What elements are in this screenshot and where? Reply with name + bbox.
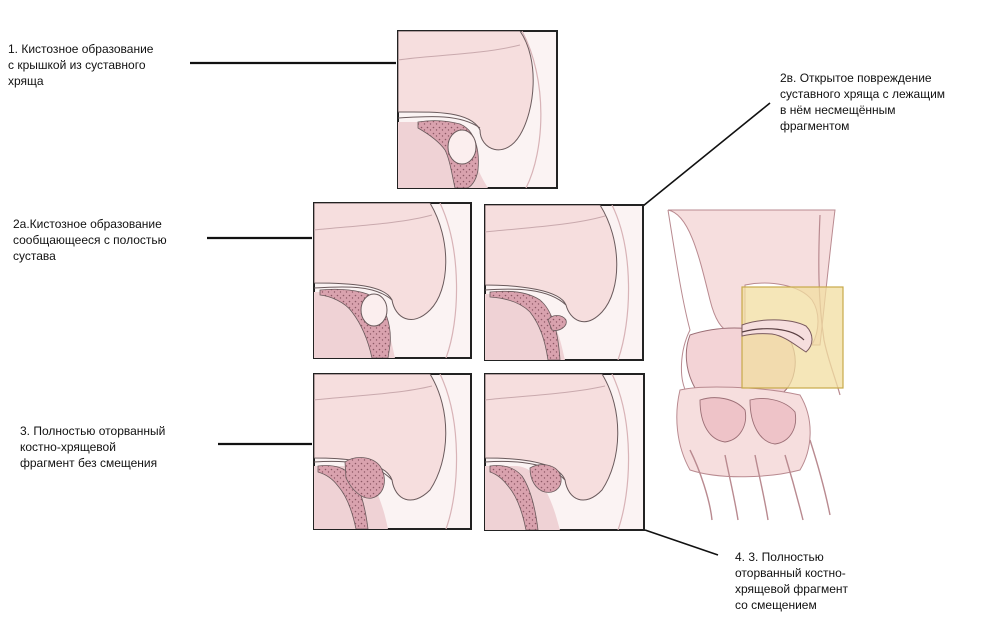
label-stage-3: 3. Полностью оторванный костно-хрящевой …: [20, 424, 166, 470]
leader-line-2b: [642, 102, 771, 207]
label-stage-2a: 2а.Кистозное образование сообщающееся с …: [13, 217, 167, 263]
label-stage-2b: 2в. Открытое повреждение суставного хрящ…: [780, 71, 946, 133]
panel-stage-3: [313, 373, 472, 530]
label-stage-4: 4. 3. Полностью оторванный костно- хряще…: [735, 550, 849, 612]
panel-stage-2b: [484, 204, 644, 361]
panel-stage-2a: [313, 202, 472, 359]
panel-stage-4: [484, 373, 645, 531]
panel-stage-1: [397, 30, 558, 189]
leader-line-4: [644, 529, 719, 556]
ankle-joint-illustration: [667, 209, 844, 521]
label-stage-1: 1. Кистозное образование с крышкой из су…: [8, 42, 154, 88]
